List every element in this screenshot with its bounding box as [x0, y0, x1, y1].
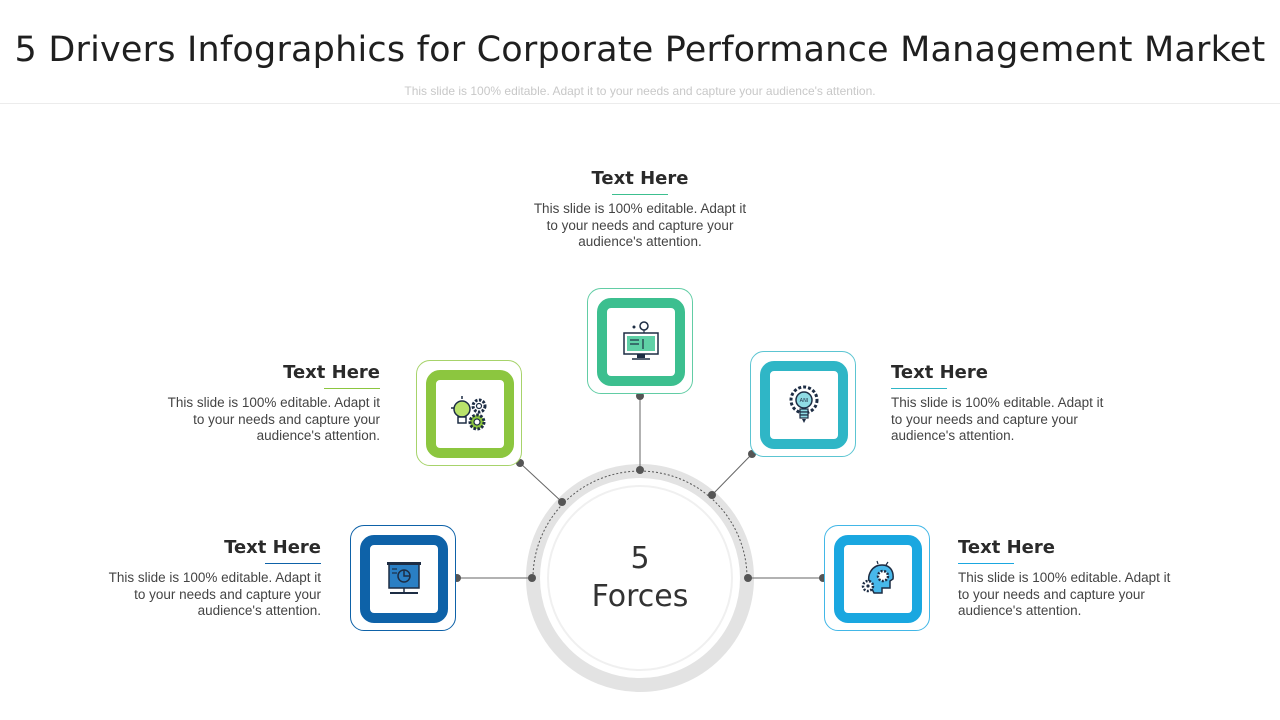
connector-dot: [636, 466, 644, 474]
driver-box-ring: [360, 535, 448, 623]
lightbulb-gears-icon: [451, 396, 487, 431]
driver-description: This slide is 100% editable. Adapt it to…: [108, 570, 321, 618]
slide-title: 5 Drivers Infographics for Corporate Per…: [14, 30, 1266, 70]
heading-underline: [265, 563, 321, 564]
driver-label-1: Text Here This slide is 100% editable. A…: [101, 537, 321, 620]
center-number: 5: [630, 541, 650, 576]
driver-description: This slide is 100% editable. Adapt it to…: [891, 395, 1104, 443]
connector-dot: [636, 392, 644, 400]
driver-description: This slide is 100% editable. Adapt it to…: [958, 570, 1171, 618]
heading-underline: [612, 194, 668, 195]
driver-box-ring: ANI: [760, 361, 848, 449]
driver-box-2: [416, 360, 522, 466]
connector-line-2: [519, 462, 563, 503]
heading-underline: [958, 563, 1014, 564]
connector-dot: [744, 574, 752, 582]
presentation-board-icon: [387, 562, 421, 594]
driver-label-3: Text Here This slide is 100% editable. A…: [530, 168, 750, 251]
computer-monitor-icon: [623, 321, 659, 360]
center-circle: [547, 485, 733, 671]
driver-label-5: Text Here This slide is 100% editable. A…: [958, 537, 1178, 620]
connector-line-4: [711, 453, 753, 496]
driver-heading: Text Here: [891, 362, 988, 383]
heading-underline: [891, 388, 947, 389]
driver-box-4: ANI: [750, 351, 856, 457]
driver-label-4: Text Here This slide is 100% editable. A…: [891, 362, 1111, 445]
driver-label-2: Text Here This slide is 100% editable. A…: [160, 362, 380, 445]
driver-box-ring: [834, 535, 922, 623]
driver-heading: Text Here: [283, 362, 380, 383]
driver-box-5: [824, 525, 930, 631]
driver-description: This slide is 100% editable. Adapt it to…: [167, 395, 380, 443]
header-divider: [0, 103, 1280, 104]
driver-box-ring: [597, 298, 685, 386]
driver-box-1: [350, 525, 456, 631]
connector-dot: [528, 574, 536, 582]
svg-text:ANI: ANI: [800, 398, 809, 404]
bulb-gear-icon: ANI: [789, 385, 819, 423]
driver-heading: Text Here: [591, 168, 689, 189]
driver-description: This slide is 100% editable. Adapt it to…: [533, 201, 747, 249]
heading-underline: [324, 388, 380, 389]
driver-heading: Text Here: [224, 537, 321, 558]
slide-subtitle: This slide is 100% editable. Adapt it to…: [404, 84, 876, 98]
driver-box-3: [587, 288, 693, 394]
head-gears-icon: [861, 560, 894, 594]
connector-dot: [558, 498, 566, 506]
center-dotted-arc: [532, 470, 748, 579]
driver-box-ring: [426, 370, 514, 458]
connector-dot: [708, 491, 716, 499]
center-label: Forces: [591, 579, 689, 614]
driver-heading: Text Here: [958, 537, 1055, 558]
